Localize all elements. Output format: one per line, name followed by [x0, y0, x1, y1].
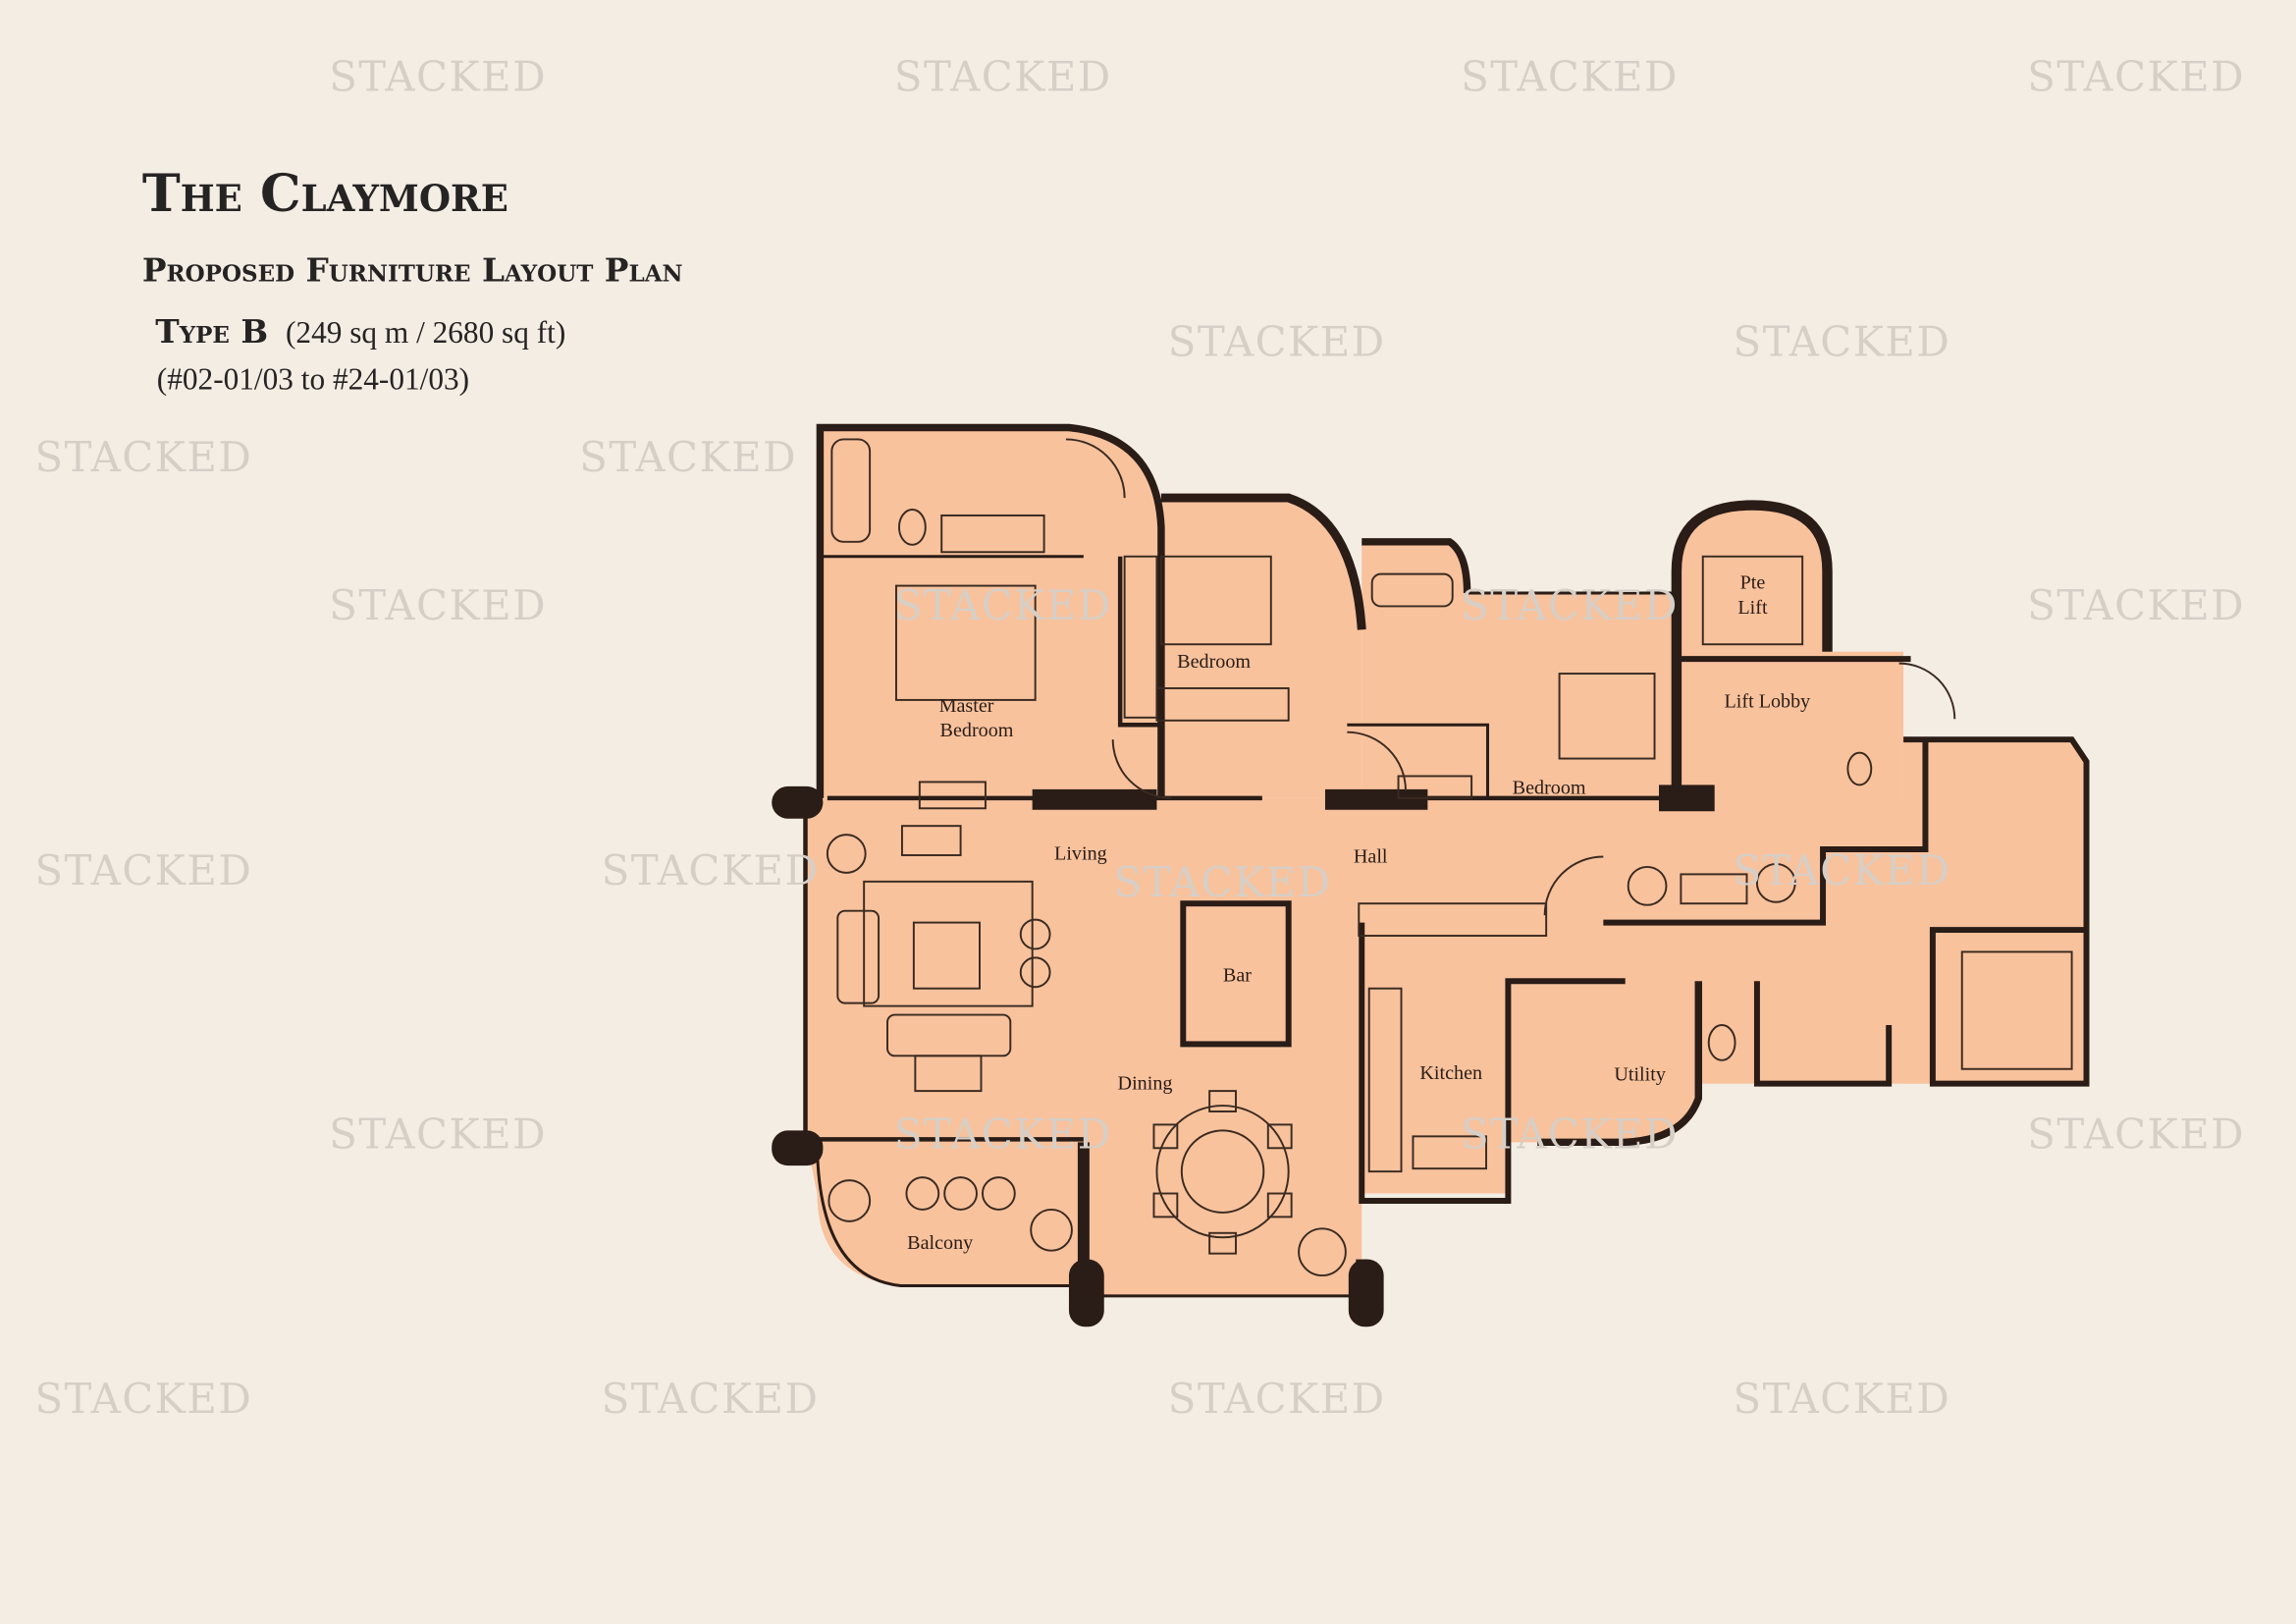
- watermark: STACKED: [894, 1110, 1112, 1158]
- desk-icon: [918, 781, 987, 810]
- watermark: STACKED: [34, 846, 252, 894]
- dining-table-icon: [1155, 1105, 1290, 1239]
- dining-chair-icon: [1152, 1192, 1179, 1218]
- watermark: STACKED: [894, 581, 1112, 629]
- watermark: STACKED: [1734, 317, 1951, 365]
- sofa-icon: [836, 909, 881, 1004]
- page-subtitle: Proposed Furniture Layout Plan: [142, 250, 683, 289]
- watermark: STACKED: [1168, 1375, 1386, 1423]
- watermark: STACKED: [1461, 581, 1679, 629]
- balcony-table-icon: [943, 1176, 978, 1211]
- room-label-lift-lobby: Lift Lobby: [1724, 690, 1810, 712]
- balcony-chair-icon: [905, 1176, 940, 1211]
- chair-icon: [1019, 956, 1051, 989]
- plant-icon: [1030, 1208, 1073, 1252]
- door-swing: [1111, 739, 1172, 799]
- wardrobe-icon: [1397, 775, 1473, 799]
- bed-icon: [1960, 950, 2073, 1070]
- vanity-icon: [940, 514, 1045, 554]
- watermark: STACKED: [579, 433, 797, 481]
- watermark: STACKED: [1461, 52, 1679, 100]
- unit-range: (#02-01/03 to #24-01/03): [157, 362, 469, 397]
- watermark: STACKED: [2027, 52, 2245, 100]
- watermark: STACKED: [1461, 1110, 1679, 1158]
- watermark: STACKED: [602, 846, 820, 894]
- kitchen-counter-icon: [1367, 987, 1403, 1173]
- bed-icon: [1159, 555, 1272, 646]
- watermark: STACKED: [329, 581, 547, 629]
- watermark: STACKED: [2027, 581, 2245, 629]
- watermark: STACKED: [1734, 1375, 1951, 1423]
- chair-icon: [1019, 918, 1051, 950]
- console-icon: [1680, 873, 1748, 905]
- room-label-balcony: Balcony: [907, 1232, 973, 1254]
- watermark: STACKED: [34, 433, 252, 481]
- coffee-table-icon: [912, 921, 981, 990]
- plant-icon: [1755, 862, 1796, 903]
- watermark: STACKED: [2027, 1110, 2245, 1158]
- toilet-icon: [1846, 751, 1873, 786]
- furniture: [826, 438, 2073, 1277]
- room-label-bedroom: Bedroom: [1177, 651, 1251, 673]
- room-label-kitchen: Kitchen: [1419, 1062, 1482, 1084]
- room-label-dining: Dining: [1118, 1073, 1173, 1095]
- watermark: STACKED: [1114, 858, 1332, 906]
- page-title: The Claymore: [142, 164, 508, 224]
- type-label: Type B: [155, 312, 268, 351]
- door-swing: [1543, 855, 1604, 916]
- structural-columns: [772, 785, 1384, 1327]
- plant-icon: [828, 1179, 872, 1222]
- watermark: STACKED: [894, 52, 1112, 100]
- door-swing: [1065, 438, 1126, 499]
- floor-area: [805, 427, 2087, 1296]
- watermark: STACKED: [329, 1110, 547, 1158]
- balcony-chair-icon: [981, 1176, 1016, 1211]
- plant-icon: [1627, 865, 1668, 906]
- room-label-pte-lift: Lift: [1737, 597, 1768, 619]
- bed-icon: [1558, 673, 1656, 760]
- sink-icon: [1412, 1135, 1487, 1170]
- room-label-bar: Bar: [1223, 964, 1252, 986]
- ottoman-icon: [914, 1055, 983, 1093]
- floor-plan: STACKED STACKED STACKED STACKED STACKED …: [602, 423, 2090, 1327]
- room-label-utility: Utility: [1614, 1064, 1666, 1086]
- watermark: STACKED: [1734, 846, 1951, 894]
- plant-icon: [1298, 1227, 1347, 1277]
- dining-chair-icon: [1152, 1123, 1179, 1150]
- rug-icon: [863, 880, 1034, 1007]
- kitchen-cabinet-icon: [1358, 902, 1548, 937]
- lazy-susan-icon: [1180, 1129, 1265, 1214]
- bathtub-icon: [830, 438, 872, 543]
- room-label-bedroom: Bedroom: [1513, 777, 1586, 798]
- area-label: (249 sq m / 2680 sq ft): [286, 315, 565, 350]
- dining-chair-icon: [1266, 1123, 1293, 1150]
- dining-chair-icon: [1208, 1090, 1237, 1112]
- room-label-master-bedroom: Master: [939, 695, 994, 717]
- watermark: STACKED: [329, 52, 547, 100]
- watermark: STACKED: [602, 1375, 820, 1423]
- plant-icon: [826, 834, 867, 874]
- room-label-hall: Hall: [1354, 845, 1388, 867]
- dining-chair-icon: [1266, 1192, 1293, 1218]
- door-swing: [1898, 662, 1956, 720]
- master-bed-icon: [895, 584, 1037, 701]
- lift-car: [1701, 555, 1804, 646]
- plan-watermarks: STACKED STACKED STACKED STACKED STACKED …: [602, 581, 1951, 1158]
- door-swing: [1347, 731, 1407, 791]
- room-label-pte-lift: Pte: [1740, 572, 1766, 594]
- toilet-icon: [897, 509, 927, 546]
- wardrobe-icon: [1123, 555, 1158, 719]
- watermark: STACKED: [1168, 317, 1386, 365]
- watermark: STACKED: [34, 1375, 252, 1423]
- room-labels: Master Bedroom Bedroom Bedroom Pte Lift …: [907, 572, 1810, 1255]
- watermark-grid: STACKED STACKED STACKED STACKED STACKED …: [34, 52, 2245, 1423]
- type-line: Type B (249 sq m / 2680 sq ft): [155, 312, 565, 351]
- toilet-icon: [1707, 1024, 1736, 1061]
- bathtub-icon: [1370, 572, 1454, 608]
- dining-chair-icon: [1208, 1231, 1237, 1255]
- console-icon: [900, 825, 962, 856]
- room-label-master-bedroom: Bedroom: [940, 720, 1014, 741]
- room-label-living: Living: [1054, 842, 1107, 864]
